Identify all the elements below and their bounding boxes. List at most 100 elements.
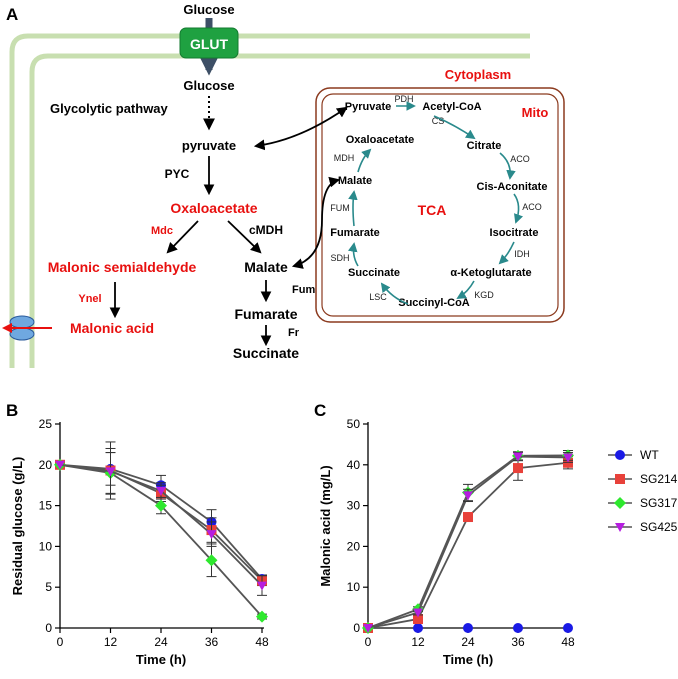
data-point bbox=[413, 614, 423, 625]
fum-label: Fum bbox=[292, 284, 315, 296]
data-point bbox=[205, 554, 218, 567]
y-tick-label: 25 bbox=[39, 417, 53, 431]
legend-item-wt: WT bbox=[608, 448, 659, 462]
ynel-label: Ynel bbox=[78, 293, 101, 305]
legend-label: SG317 bbox=[640, 496, 678, 510]
legend-label: SG425 bbox=[640, 520, 678, 534]
y-tick-label: 5 bbox=[45, 580, 52, 594]
glucose-inside-label: Glucose bbox=[183, 78, 234, 93]
enzyme-mdh: MDH bbox=[334, 153, 355, 163]
x-tick-label: 48 bbox=[561, 635, 575, 649]
enzyme-pdh: PDH bbox=[394, 94, 413, 104]
enzyme-fum: FUM bbox=[330, 203, 350, 213]
y-tick-label: 20 bbox=[39, 458, 53, 472]
legend-item-sg425: SG425 bbox=[608, 520, 678, 534]
glut-label: GLUT bbox=[190, 36, 229, 52]
panel-a-label: A bbox=[6, 5, 18, 24]
data-point bbox=[513, 463, 523, 474]
series-line bbox=[367, 455, 569, 629]
y-tick-label: 0 bbox=[45, 621, 52, 635]
x-axis-label: Time (h) bbox=[136, 652, 186, 667]
cytoplasm-label: Cytoplasm bbox=[445, 67, 511, 82]
y-tick-label: 30 bbox=[347, 499, 361, 513]
x-tick-label: 0 bbox=[365, 635, 372, 649]
y-tick-label: 50 bbox=[347, 417, 361, 431]
panel-b-label: B bbox=[6, 401, 18, 420]
malonic-semialdehyde-label: Malonic semialdehyde bbox=[48, 259, 197, 275]
cmdh-arrow bbox=[227, 220, 262, 254]
panel-a: A Glucose GLUT Glucose Glycolytic pathwa… bbox=[2, 2, 565, 368]
panel-c-label: C bbox=[314, 401, 326, 420]
fumarate-label: Fumarate bbox=[234, 306, 297, 322]
series-sg425 bbox=[363, 452, 573, 633]
series-wt bbox=[363, 623, 573, 633]
mdc-arrow bbox=[166, 220, 199, 254]
legend-marker bbox=[615, 450, 625, 460]
pyruvate-label: pyruvate bbox=[182, 138, 236, 153]
data-point bbox=[563, 623, 573, 633]
x-tick-label: 12 bbox=[411, 635, 425, 649]
x-tick-label: 36 bbox=[511, 635, 525, 649]
data-point bbox=[155, 499, 167, 512]
legend-marker bbox=[615, 474, 625, 484]
enzyme-sdh: SDH bbox=[330, 253, 349, 263]
malate-label: Malate bbox=[244, 259, 288, 275]
tca-succinyl-coa: Succinyl-CoA bbox=[398, 297, 470, 309]
x-tick-label: 48 bbox=[255, 635, 269, 649]
data-point bbox=[513, 452, 523, 462]
x-axis-label: Time (h) bbox=[443, 652, 493, 667]
tca-metabolites: Pyruvate Acetyl-CoA Oxaloacetate Citrate… bbox=[330, 101, 547, 309]
data-point bbox=[363, 624, 373, 633]
x-tick-label: 24 bbox=[154, 635, 168, 649]
legend-label: SG214 bbox=[640, 472, 678, 486]
series-line bbox=[367, 454, 569, 629]
malonic-acid-label: Malonic acid bbox=[70, 320, 154, 336]
data-point bbox=[257, 581, 267, 591]
legend-item-sg214: SG214 bbox=[608, 472, 678, 486]
data-point bbox=[463, 512, 473, 523]
cmdh-label: cMDH bbox=[249, 223, 283, 237]
legend-marker bbox=[615, 523, 625, 532]
x-tick-label: 36 bbox=[205, 635, 219, 649]
x-tick-label: 0 bbox=[57, 635, 64, 649]
glycolytic-label: Glycolytic pathway bbox=[50, 101, 169, 116]
series-sg425 bbox=[55, 447, 267, 596]
exporter-bottom bbox=[9, 327, 35, 341]
enzyme-lsc: LSC bbox=[369, 292, 387, 302]
data-point bbox=[206, 530, 217, 540]
y-axis-label: Residual glucose (g/L) bbox=[10, 457, 25, 596]
data-point bbox=[55, 460, 65, 470]
y-axis-label: Malonic acid (mg/L) bbox=[318, 465, 333, 586]
legend-label: WT bbox=[640, 448, 659, 462]
data-point bbox=[256, 610, 268, 623]
tca-isocitrate: Isocitrate bbox=[490, 227, 539, 239]
x-tick-label: 12 bbox=[104, 635, 118, 649]
mito-label: Mito bbox=[522, 105, 549, 120]
data-point bbox=[463, 491, 473, 501]
data-point bbox=[105, 467, 116, 477]
tca-succinate: Succinate bbox=[348, 267, 400, 279]
data-point bbox=[413, 623, 423, 633]
tca-cis-aconitate: Cis-Aconitate bbox=[477, 181, 548, 193]
pyc-label: PYC bbox=[165, 167, 190, 181]
y-tick-label: 20 bbox=[347, 539, 361, 553]
glut-transporter bbox=[179, 27, 239, 59]
legend-item-sg317: SG317 bbox=[608, 496, 678, 510]
cell-membrane bbox=[9, 33, 530, 368]
tca-fumarate: Fumarate bbox=[330, 227, 380, 239]
exporter-top bbox=[9, 315, 35, 329]
enzyme-aco-2: ACO bbox=[522, 202, 542, 212]
data-point bbox=[413, 608, 423, 618]
y-tick-label: 0 bbox=[353, 621, 360, 635]
pyruvate-transport-arrow bbox=[253, 106, 348, 151]
y-tick-label: 10 bbox=[347, 580, 361, 594]
y-tick-label: 10 bbox=[39, 539, 53, 553]
series-sg317 bbox=[362, 449, 574, 634]
enzyme-aco-1: ACO bbox=[510, 154, 530, 164]
data-point bbox=[156, 486, 166, 496]
